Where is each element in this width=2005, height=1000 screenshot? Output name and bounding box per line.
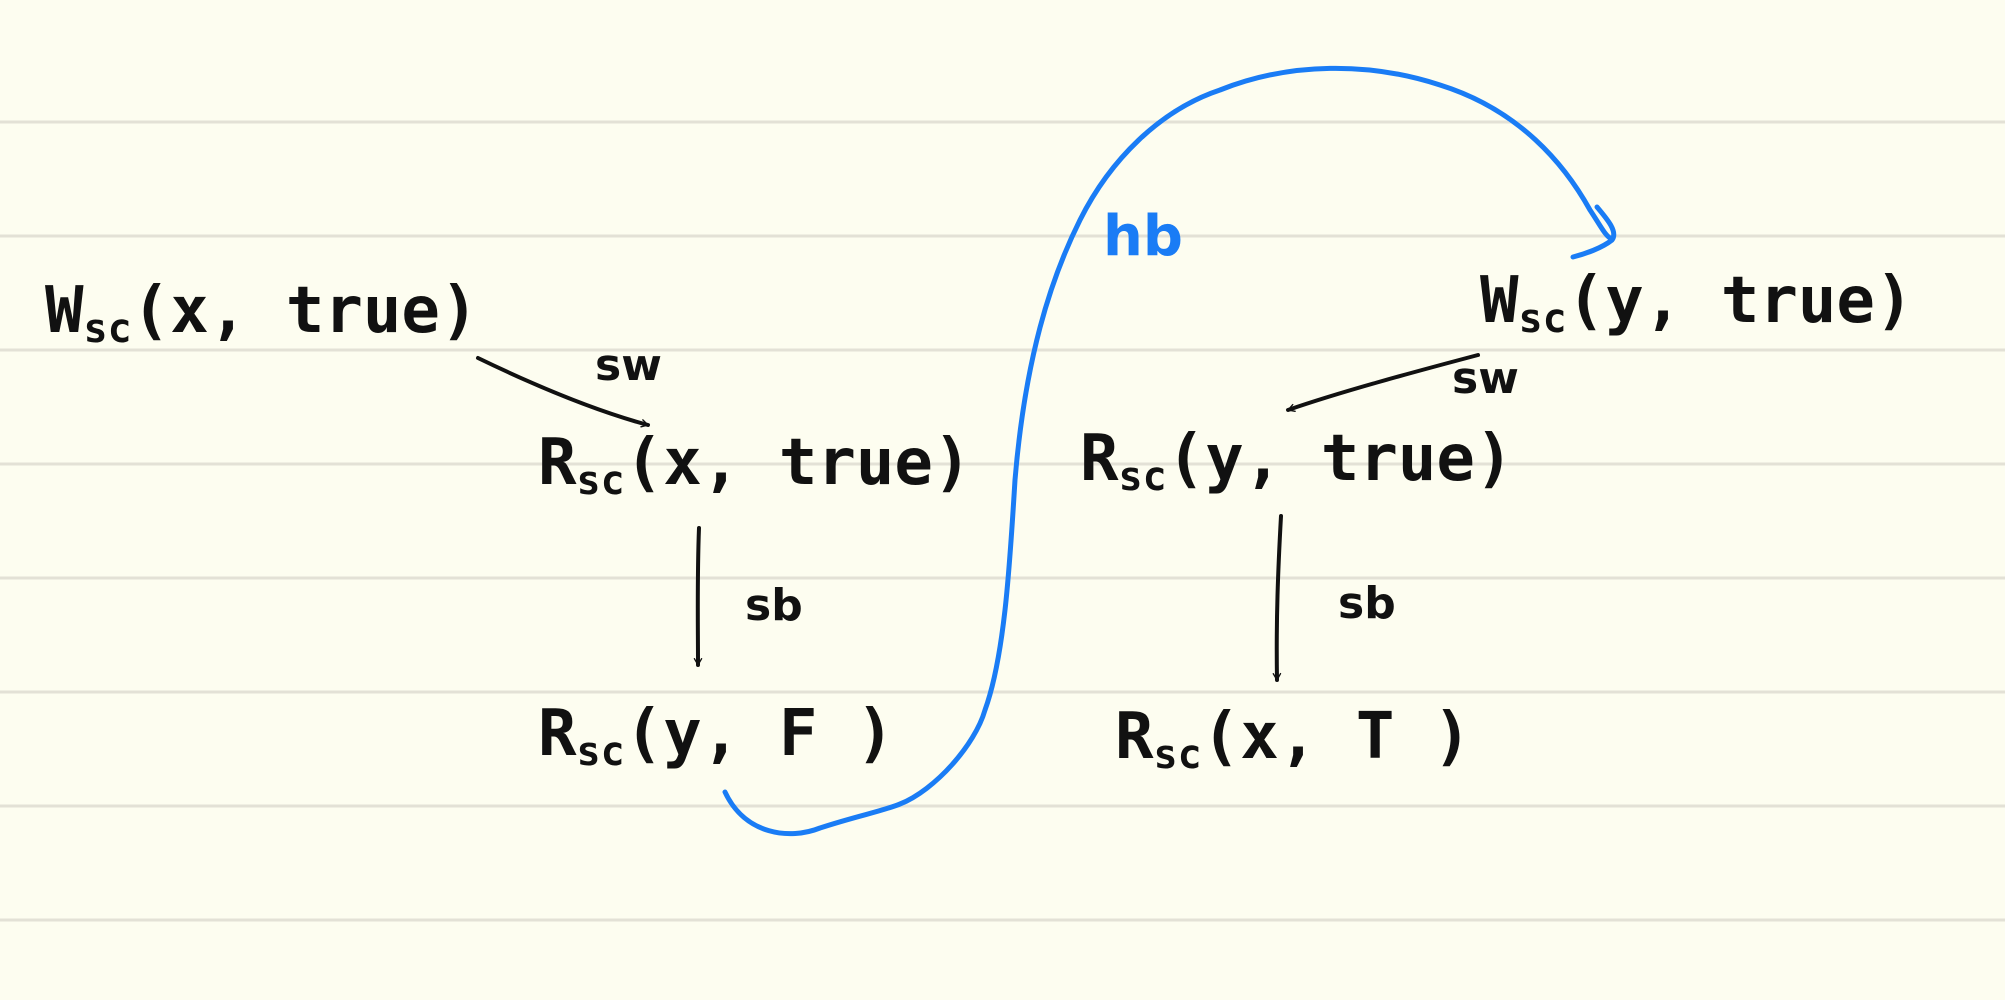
node-r-x-t: Rsc(x, T ) xyxy=(1115,700,1471,778)
sb-left-label: sb xyxy=(745,580,803,631)
node-args: (y, F ) xyxy=(625,697,895,771)
node-subscript: sc xyxy=(1519,296,1567,342)
node-subscript: sc xyxy=(1154,732,1202,778)
node-args: (x, true) xyxy=(625,426,972,500)
node-args: (y, true) xyxy=(1167,422,1514,496)
sb-left-edge xyxy=(693,526,703,667)
node-w-x-true: Wsc(x, true) xyxy=(45,274,478,352)
node-r-y-f: Rsc(y, F ) xyxy=(538,697,894,775)
hb-label: hb xyxy=(1103,204,1183,269)
sw-right-edge xyxy=(1286,353,1480,413)
node-subscript: sc xyxy=(577,458,625,504)
node-op: W xyxy=(1480,264,1519,338)
hb-arrowhead xyxy=(1570,204,1617,260)
node-op: R xyxy=(1080,422,1119,496)
node-args: (y, true) xyxy=(1567,264,1914,338)
sb-right-edge xyxy=(1272,514,1283,682)
node-r-y-true: Rsc(y, true) xyxy=(1080,422,1513,500)
sw-right-label: sw xyxy=(1452,353,1519,404)
node-subscript: sc xyxy=(1119,454,1167,500)
node-r-x-true: Rsc(x, true) xyxy=(538,426,971,504)
node-op: W xyxy=(45,274,84,348)
node-op: R xyxy=(538,697,577,771)
sw-left-label: sw xyxy=(595,340,662,391)
ruled-lines xyxy=(0,120,2005,922)
node-args: (x, T ) xyxy=(1202,700,1472,774)
node-subscript: sc xyxy=(577,729,625,775)
sb-right-label: sb xyxy=(1338,578,1396,629)
node-op: R xyxy=(538,426,577,500)
node-args: (x, true) xyxy=(132,274,479,348)
node-op: R xyxy=(1115,700,1154,774)
hb-edge xyxy=(722,65,1613,837)
node-subscript: sc xyxy=(84,306,132,352)
node-w-y-true: Wsc(y, true) xyxy=(1480,264,1913,342)
sw-left-edge xyxy=(476,356,650,428)
